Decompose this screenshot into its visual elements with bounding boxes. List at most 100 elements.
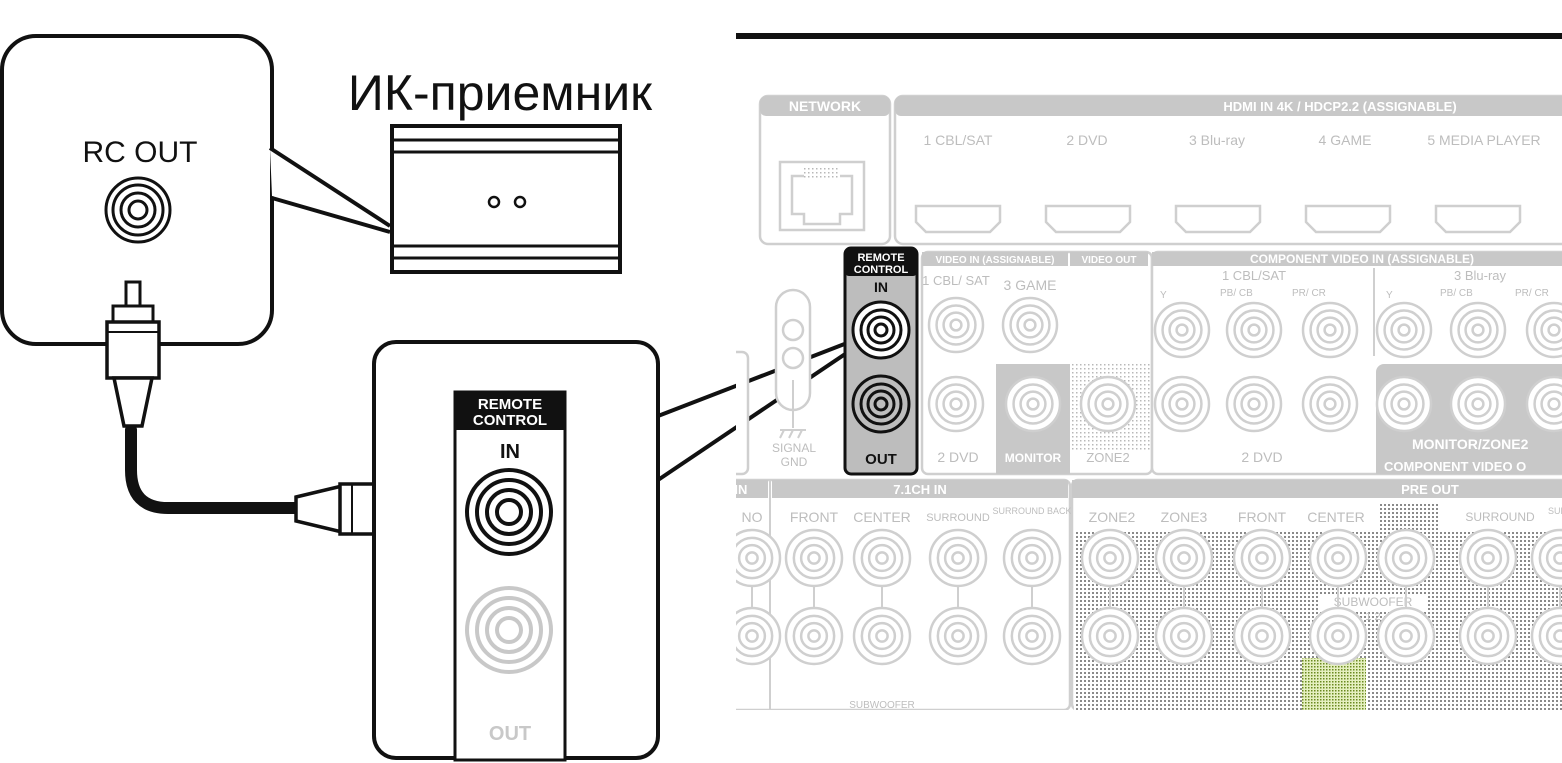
rca-jack-icon: [1376, 606, 1436, 666]
rca-jack-icon: [1080, 606, 1140, 666]
rca-jack-icon: [1375, 375, 1433, 433]
rca-jack-icon: [1080, 528, 1140, 588]
rca-jack-icon: [1079, 375, 1137, 433]
hdmi-port-label: 5 MEDIA PLAYER: [1427, 132, 1540, 148]
component-channel: PR/ CR: [1515, 288, 1549, 299]
video-in-header: VIDEO IN (ASSIGNABLE): [936, 255, 1055, 266]
preout-header: PRE OUT: [1401, 482, 1459, 497]
rc-out-label: RC OUT: [83, 136, 198, 169]
ch71-label: FRONT: [790, 509, 839, 525]
hdmi-port-label: 3 Blu-ray: [1189, 132, 1245, 148]
component-channel: PR/ CR: [1292, 288, 1326, 299]
preout-label: ZONE3: [1161, 509, 1208, 525]
rca-jack-icon: [1154, 528, 1214, 588]
rca-jack-icon: [1225, 375, 1283, 433]
zoom-header-line1: REMOTE: [478, 396, 542, 413]
rca-jack-icon: [852, 606, 912, 666]
rca-jack-icon: [927, 296, 985, 354]
zone2-label: ZONE2: [1086, 450, 1129, 465]
signal-gnd-label-2: GND: [781, 455, 808, 469]
hdmi-header: HDMI IN 4K / HDCP2.2 (ASSIGNABLE): [1223, 99, 1456, 114]
upper-jacks: [927, 296, 1562, 433]
rca-jack-icon: [1301, 375, 1359, 433]
zoom-pointer: [656, 336, 862, 482]
component-channel: PB/ CB: [1220, 288, 1253, 299]
rca-jack-icon: [1001, 296, 1059, 354]
component-channel: Y: [1386, 290, 1393, 301]
hdmi-port-labels: 1 CBL/SAT 2 DVD 3 Blu-ray 4 GAME 5 MEDIA…: [924, 132, 1541, 148]
rca-jack-icon: [784, 528, 844, 588]
ch71-label: SURROUND: [926, 512, 990, 524]
rca-jack-icon: [1153, 375, 1211, 433]
rca-jack-icon: [1530, 528, 1562, 588]
rca-jack-icon: [1301, 301, 1359, 359]
rca-jack-icon: [736, 528, 782, 588]
hdmi-port-label: 1 CBL/SAT: [924, 132, 993, 148]
preout-label: SURR BA: [1548, 506, 1562, 516]
left-partial-header: O IN: [721, 482, 748, 497]
rca-jack-icon: [1002, 606, 1062, 666]
network-label: NETWORK: [789, 98, 861, 114]
hdmi-port-icon: [1304, 204, 1392, 234]
rca-jack-icon: [1525, 375, 1562, 433]
preout-label: FRONT: [1238, 509, 1287, 525]
hdmi-ports: [914, 204, 1522, 234]
rca-jack-icon: [1525, 301, 1562, 359]
zoom-remote-panel: REMOTE CONTROL IN OUT: [372, 340, 660, 762]
rear-remote-out: OUT: [865, 451, 897, 468]
rca-plug-top-icon: [105, 280, 161, 428]
rca-jack-icon: [1232, 528, 1292, 588]
rca-jack-icon: [1458, 528, 1518, 588]
ethernet-port-icon: [778, 160, 866, 232]
ir-sensor-right-icon: [513, 195, 527, 209]
dvd-label: 2 DVD: [937, 449, 978, 465]
monitor-label: MONITOR: [1005, 451, 1062, 465]
signal-gnd-label: SIGNAL: [772, 441, 816, 455]
ir-receiver-unit: [390, 124, 622, 274]
hdmi-port-icon: [1044, 204, 1132, 234]
rca-jack-icon: [1530, 606, 1562, 666]
rca-jack-icon: [1004, 375, 1062, 433]
rear-remote-header-2: CONTROL: [854, 264, 909, 276]
video-label-1: 1 CBL/ SAT: [922, 273, 990, 288]
hdmi-port-icon: [1174, 204, 1262, 234]
ir-device-box: RC OUT: [0, 34, 274, 346]
video-label-2: 3 GAME: [1004, 277, 1057, 293]
rca-jack-icon: [1449, 301, 1507, 359]
rca-jack-icon: [1449, 375, 1507, 433]
zoom-in-jack: [465, 468, 553, 556]
callout-pointer-ir: [268, 146, 392, 234]
rca-jack-icon: [927, 375, 985, 433]
rca-jack-icon: [784, 606, 844, 666]
zoom-in-label: IN: [500, 441, 520, 463]
hdmi-port-label: 2 DVD: [1066, 132, 1107, 148]
preout-label: SURROUND: [1465, 510, 1535, 524]
rca-jack-icon: [852, 528, 912, 588]
rca-jack-icon: [1375, 301, 1433, 359]
lower-jacks: [736, 528, 1562, 666]
zoom-header-bg: [455, 392, 565, 430]
preout-subwoofer: SUBWOOFER: [1334, 595, 1413, 609]
ch71-label: CENTER: [853, 509, 911, 525]
left-partial-label: NO: [742, 509, 763, 525]
rca-jack-icon: [928, 528, 988, 588]
rear-remote-in: IN: [874, 279, 888, 295]
zoom-out-label: OUT: [489, 723, 531, 745]
rca-jack-icon: [1376, 528, 1436, 588]
rca-jack-icon: [1308, 528, 1368, 588]
zoom-header-line2: CONTROL: [473, 412, 547, 429]
component-header: COMPONENT VIDEO IN (ASSIGNABLE): [1250, 252, 1474, 266]
preout-label: CENTER: [1307, 509, 1365, 525]
ch71-subwoofer: SUBWOOFER: [849, 700, 915, 711]
monitor-zone2-label: MONITOR/ZONE2: [1412, 436, 1529, 452]
rca-jack-icon: [1154, 606, 1214, 666]
component-channel: PB/ CB: [1440, 288, 1473, 299]
component-dvd: 2 DVD: [1241, 449, 1282, 465]
rca-jack-icon: [1308, 606, 1368, 666]
hdmi-port-icon: [1434, 204, 1522, 234]
component-group-1: 1 CBL/SAT: [1222, 268, 1286, 283]
preout-label: ZONE2: [1089, 509, 1136, 525]
zoom-out-jack: [465, 586, 553, 674]
rca-jack-icon: [1002, 528, 1062, 588]
preout-sub-numbers: 1 2: [1365, 611, 1380, 623]
